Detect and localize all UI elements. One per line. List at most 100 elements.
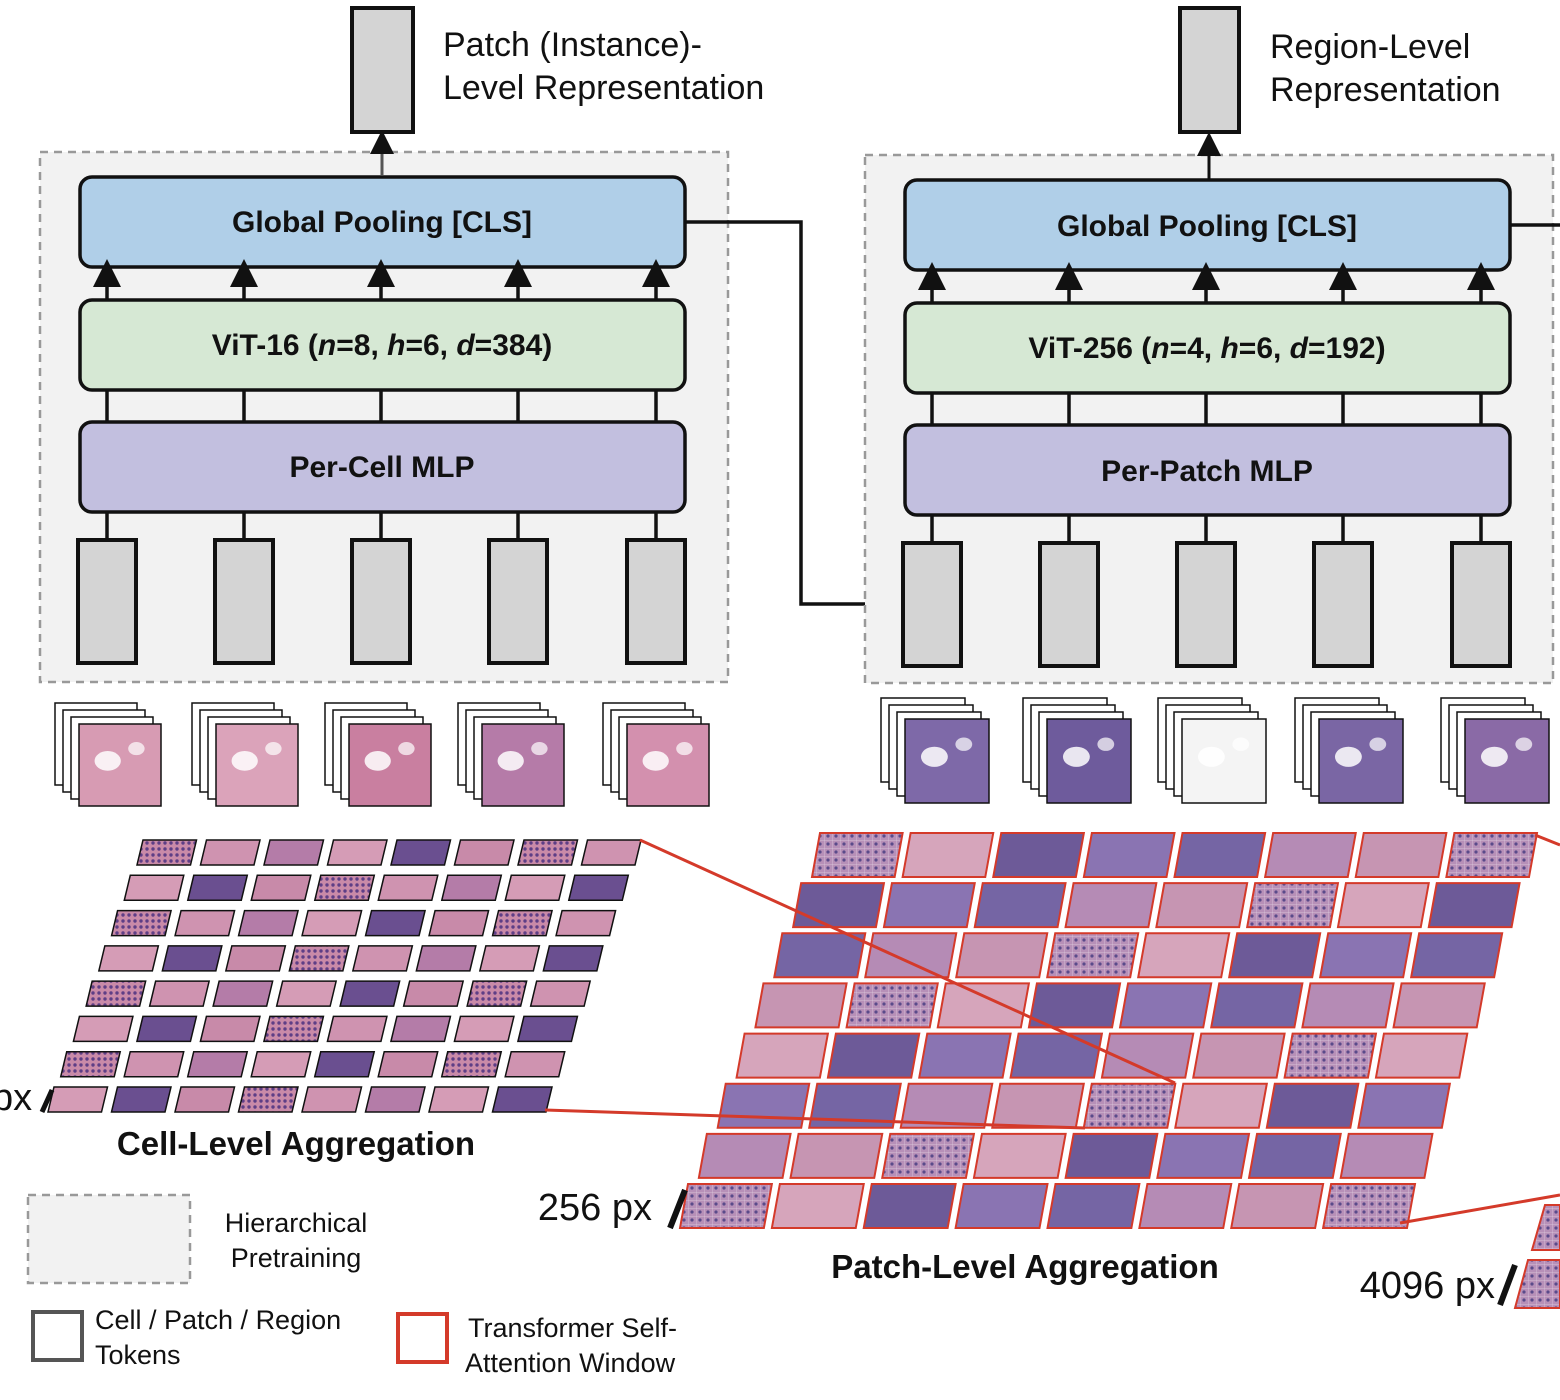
zoom-line-right-top: [1534, 833, 1560, 847]
patch-token: [1409, 932, 1504, 979]
right-stack-image: [1318, 718, 1404, 804]
cell-token: [237, 909, 300, 937]
patch-token: [773, 932, 867, 979]
patch-token: [1156, 1132, 1251, 1179]
legend-attention-label-line1: Transformer Self-: [468, 1313, 677, 1343]
right-input-token: [1312, 541, 1374, 668]
left-stack-tissue-detail: [94, 751, 121, 771]
patch-token: [1336, 882, 1430, 929]
cell-token: [250, 1050, 312, 1078]
patch-token: [1009, 1032, 1104, 1079]
right-size-tick: [667, 1188, 688, 1230]
right-input-tokens: [901, 541, 1512, 668]
right-output-token: [1178, 6, 1241, 134]
patch-token: [1263, 832, 1357, 878]
legend-token-label-line1: Cell / Patch / Region: [95, 1305, 341, 1335]
right-input-token: [901, 541, 963, 668]
cell-token: [288, 945, 350, 972]
cell-token: [440, 874, 503, 902]
cell-token: [263, 839, 325, 866]
left-input-token: [76, 538, 138, 665]
right-vit-prefix: ViT-256 (: [1028, 332, 1151, 365]
patch-token: [716, 1082, 811, 1129]
left-stack-tissue-detail: [265, 742, 282, 756]
cell-token: [377, 874, 439, 902]
cell-token: [428, 1086, 490, 1113]
cell-token: [224, 945, 287, 972]
zoom-line-bottom: [544, 1108, 1086, 1130]
right-module: Region-Level Representation Global Pooli…: [538, 6, 1560, 1309]
left-global-pooling-label: Global Pooling [CLS]: [232, 206, 532, 239]
patch-token: [697, 1132, 792, 1179]
cell-token: [478, 945, 541, 972]
right-vit-h: 6: [1256, 332, 1273, 365]
patch-token: [826, 1032, 921, 1079]
right-vit-d: 192: [1326, 332, 1376, 365]
patch-token: [1227, 932, 1322, 979]
right-stack-image: [1046, 718, 1132, 804]
patch-token: [882, 882, 976, 929]
patch-token: [972, 1132, 1067, 1179]
cell-token: [97, 945, 160, 972]
right-patch-image-stacks: [880, 697, 1550, 804]
patch-token: [991, 1082, 1085, 1129]
right-vit-n: 4: [1187, 332, 1204, 365]
patch-token: [1046, 932, 1140, 979]
left-stack-tissue-detail: [676, 742, 693, 756]
cell-token: [199, 839, 261, 866]
cell-token: [174, 909, 236, 937]
patch-level-aggregation-label: Patch-Level Aggregation: [831, 1248, 1219, 1285]
patch-token: [808, 1082, 902, 1129]
patch-token: [936, 982, 1031, 1029]
left-cell-image-stacks: [54, 702, 710, 807]
patch-token: [992, 832, 1086, 878]
cell-token: [516, 1015, 579, 1043]
left-stack-tissue-detail: [642, 751, 669, 771]
patch-token: [1321, 1183, 1417, 1229]
right-mlp-label: Per-Patch MLP: [1101, 455, 1313, 488]
right-output-label-line2: Representation: [1270, 71, 1501, 109]
left-size-label: px: [0, 1077, 32, 1119]
left-connectors: [93, 259, 670, 540]
cell-token: [313, 874, 376, 902]
patch-token: [864, 932, 958, 979]
legend: Hierarchical Pretraining Cell / Patch / …: [26, 1193, 677, 1378]
left-vit-label: ViT-16 (n=8, h=6, d=384): [212, 329, 553, 362]
cell-token: [389, 1015, 452, 1043]
cell-token: [85, 980, 147, 1007]
cell-token: [250, 874, 312, 902]
cell-token: [428, 909, 490, 937]
right-input-token: [1175, 541, 1237, 668]
right-stack-tissue-detail: [1197, 746, 1225, 767]
cell-token: [364, 909, 427, 937]
cell-token: [542, 945, 604, 972]
patch-token: [1138, 1183, 1233, 1229]
left-vit-n: 8: [354, 329, 371, 362]
patch-token: [1427, 882, 1521, 929]
cell-token: [275, 980, 338, 1007]
left-stack-tissue-detail: [128, 742, 145, 756]
patch-token: [955, 932, 1049, 979]
left-stack-image: [78, 723, 162, 807]
region-level-grid-partial: [1513, 1204, 1560, 1309]
patch-token: [954, 1183, 1049, 1229]
patch-token: [1100, 1032, 1195, 1079]
legend-attention-swatch: [396, 1312, 449, 1364]
legend-pretraining-label-line2: Pretraining: [231, 1243, 362, 1273]
cell-token: [326, 1015, 388, 1043]
cell-token: [110, 1086, 172, 1113]
right-output-label-line1: Region-Level: [1270, 28, 1470, 66]
left-module: Patch (Instance)- Level Representation G…: [0, 6, 764, 1162]
left-stack-image: [215, 723, 299, 807]
cell-token: [326, 839, 388, 866]
left-stack-tissue-detail: [497, 751, 524, 771]
right-stack-tissue-detail: [1062, 746, 1090, 767]
cell-token: [136, 839, 198, 866]
patch-token: [1027, 982, 1122, 1029]
patch-token: [1445, 832, 1539, 878]
cell-token: [174, 1086, 236, 1113]
patch-token: [899, 1082, 994, 1129]
cell-token: [339, 980, 401, 1007]
cell-token: [377, 1050, 439, 1078]
left-stack-tissue-detail: [398, 742, 415, 756]
